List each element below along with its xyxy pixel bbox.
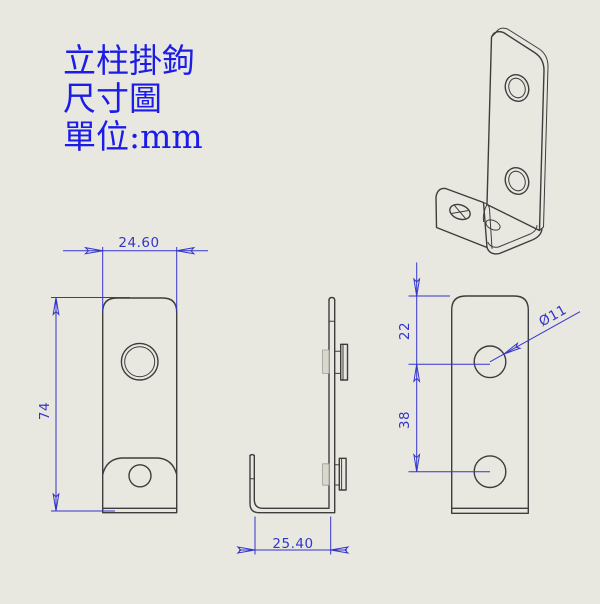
isometric-view xyxy=(435,27,549,255)
dimension-hole-diameter-leader xyxy=(489,311,581,363)
side-plate-top-cap xyxy=(328,296,336,302)
arrowhead xyxy=(52,297,60,317)
side-outer-profile xyxy=(249,299,336,514)
dimension-hole-offsets-22-38 xyxy=(408,262,490,473)
arrowhead xyxy=(413,277,421,297)
iso-bend-hole xyxy=(485,219,501,231)
iso-lower-hole-outer xyxy=(504,167,530,195)
iso-bend-line xyxy=(482,204,488,222)
back-view xyxy=(451,295,529,514)
iso-hook-flange-face xyxy=(435,187,488,249)
dim-hole-offset-label: 22 xyxy=(397,321,413,341)
back-upper-hole xyxy=(473,345,507,379)
arrowhead xyxy=(330,546,350,554)
side-lower-grommet-boss xyxy=(322,463,330,486)
arrowhead xyxy=(413,364,421,383)
front-flange-hole xyxy=(128,464,152,488)
title-unit: 單位:mm xyxy=(63,117,203,156)
leader-line xyxy=(489,311,581,363)
title-drawing-type: 尺寸圖 xyxy=(63,79,162,118)
side-view xyxy=(249,296,349,514)
front-plate-outline xyxy=(102,297,178,514)
arrowhead xyxy=(503,341,522,355)
iso-plate-face xyxy=(486,30,545,232)
back-plate-outline xyxy=(451,295,529,514)
arrowhead xyxy=(84,246,103,255)
dim-hole-spacing-label: 38 xyxy=(397,410,413,430)
side-inner-profile xyxy=(253,299,330,509)
side-lower-grommet-flange xyxy=(338,457,347,491)
side-flange-top-cap xyxy=(249,453,255,457)
dimension-height-74 xyxy=(51,297,130,512)
iso-channel-bottom-outer xyxy=(486,227,543,255)
side-upper-grommet-boss xyxy=(322,349,330,374)
front-hook-dome xyxy=(102,457,178,476)
arrowhead xyxy=(413,453,421,472)
iso-channel-bottom-inner xyxy=(487,225,538,248)
arrowhead xyxy=(236,546,256,554)
dim-depth-label: 25.40 xyxy=(272,536,314,552)
dim-height-label: 74 xyxy=(37,401,53,421)
title-block: 立柱掛鉤 尺寸圖 單位:mm xyxy=(63,42,203,156)
front-upper-hole-inner xyxy=(124,346,156,378)
front-view xyxy=(102,297,178,514)
dimension-depth-25-40 xyxy=(236,516,350,555)
arrowhead xyxy=(52,492,60,512)
iso-plate-thickness-edge xyxy=(491,27,549,231)
side-upper-grommet-neck xyxy=(334,350,342,374)
title-part-name: 立柱掛鉤 xyxy=(63,41,195,80)
iso-upper-hole-inner xyxy=(508,77,526,99)
side-lower-grommet-neck xyxy=(334,464,340,486)
dim-width-label: 24.60 xyxy=(118,235,160,251)
arrowhead xyxy=(176,246,196,255)
iso-hook-flange-thickness xyxy=(483,202,493,249)
iso-lower-hole-inner xyxy=(508,170,526,192)
front-upper-hole-outer xyxy=(120,342,159,381)
iso-upper-hole-outer xyxy=(504,74,530,102)
dimension-width-24-60 xyxy=(63,246,208,311)
side-upper-grommet-flange xyxy=(340,343,349,381)
iso-flange-hole xyxy=(449,203,471,221)
